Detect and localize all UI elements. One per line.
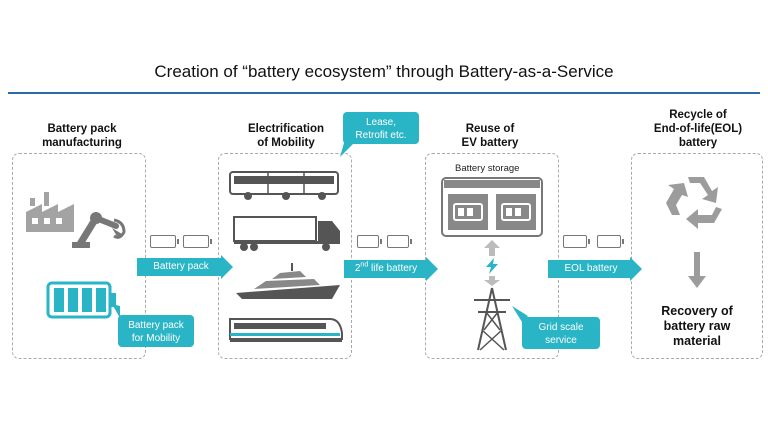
mini-battery-icon (150, 235, 179, 248)
recovery-text: Recovery of battery raw material (661, 304, 733, 348)
exchange-arrow-icon (484, 240, 500, 286)
stage-title-recycle: Recycle of End-of-life(EOL) battery (653, 109, 743, 149)
mini-battery-icon (597, 235, 624, 248)
mini-battery-icon (183, 235, 212, 248)
arrow-label-battery-pack: Battery pack (153, 261, 209, 272)
arrow-second-life (344, 257, 438, 281)
factory-icon (26, 192, 74, 232)
arrow-label-second-life: 2nd life battery (354, 261, 418, 274)
stage-title-reuse: Reuse of EV battery (461, 123, 519, 149)
battery-icon (46, 281, 116, 319)
recycle-icon (666, 177, 722, 229)
title-divider (8, 92, 760, 94)
mini-battery-icon (563, 235, 590, 248)
bus-icon (229, 171, 339, 200)
robot-arm-icon (72, 212, 126, 248)
callout-lease: Lease, Retrofit etc. (343, 112, 419, 144)
arrow-battery-pack (137, 255, 233, 279)
arrow-label-eol: EOL battery (564, 263, 618, 274)
battery-storage-icon (441, 177, 543, 237)
stage-title-manufacturing: Battery pack manufacturing (42, 123, 122, 149)
mini-battery-icon (357, 235, 382, 248)
arrow-eol (548, 257, 642, 281)
callout-grid-scale: Grid scale service (522, 317, 600, 349)
truck-icon (233, 216, 340, 251)
stage-title-electrification: Electrification of Mobility (247, 123, 325, 149)
battery-storage-label: Battery storage (455, 163, 520, 174)
page-title: Creation of “battery ecosystem” through … (154, 62, 614, 81)
mini-battery-icon (387, 235, 412, 248)
ship-icon (236, 263, 340, 299)
power-pylon-icon (474, 287, 510, 351)
callout-pointer (112, 304, 120, 318)
callout-pointer (340, 143, 354, 157)
train-icon (229, 318, 343, 342)
callout-battery-pack-mobility: Battery pack for Mobility (118, 315, 194, 347)
down-arrow-icon (688, 252, 706, 288)
